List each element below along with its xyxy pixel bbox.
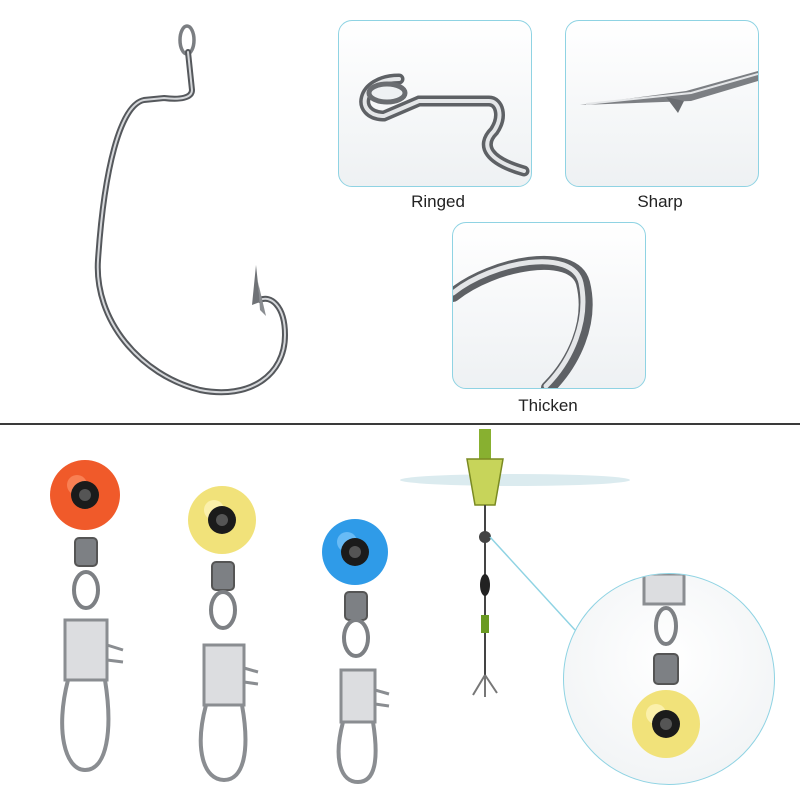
worm-hook-image [94, 24, 289, 396]
swivel-blue [322, 519, 390, 785]
float-tip [479, 429, 491, 459]
thicken-caption: Thicken [518, 396, 578, 415]
swivel-yellow [188, 486, 259, 783]
sharp-caption: Sharp [637, 192, 683, 211]
ringed-caption: Ringed [411, 192, 465, 211]
sharp-point-closeup [580, 71, 758, 113]
thicken-bend-closeup [453, 255, 593, 388]
swivel-orange [50, 460, 124, 773]
thicken-detail-card [452, 222, 646, 389]
ringed-eye-closeup [359, 73, 530, 177]
zoomed-swivel-detail [563, 573, 775, 785]
section-divider [0, 423, 800, 425]
sharp-detail-card [565, 20, 759, 187]
float-rig-illustration [400, 429, 630, 697]
ringed-detail-card [338, 20, 532, 187]
